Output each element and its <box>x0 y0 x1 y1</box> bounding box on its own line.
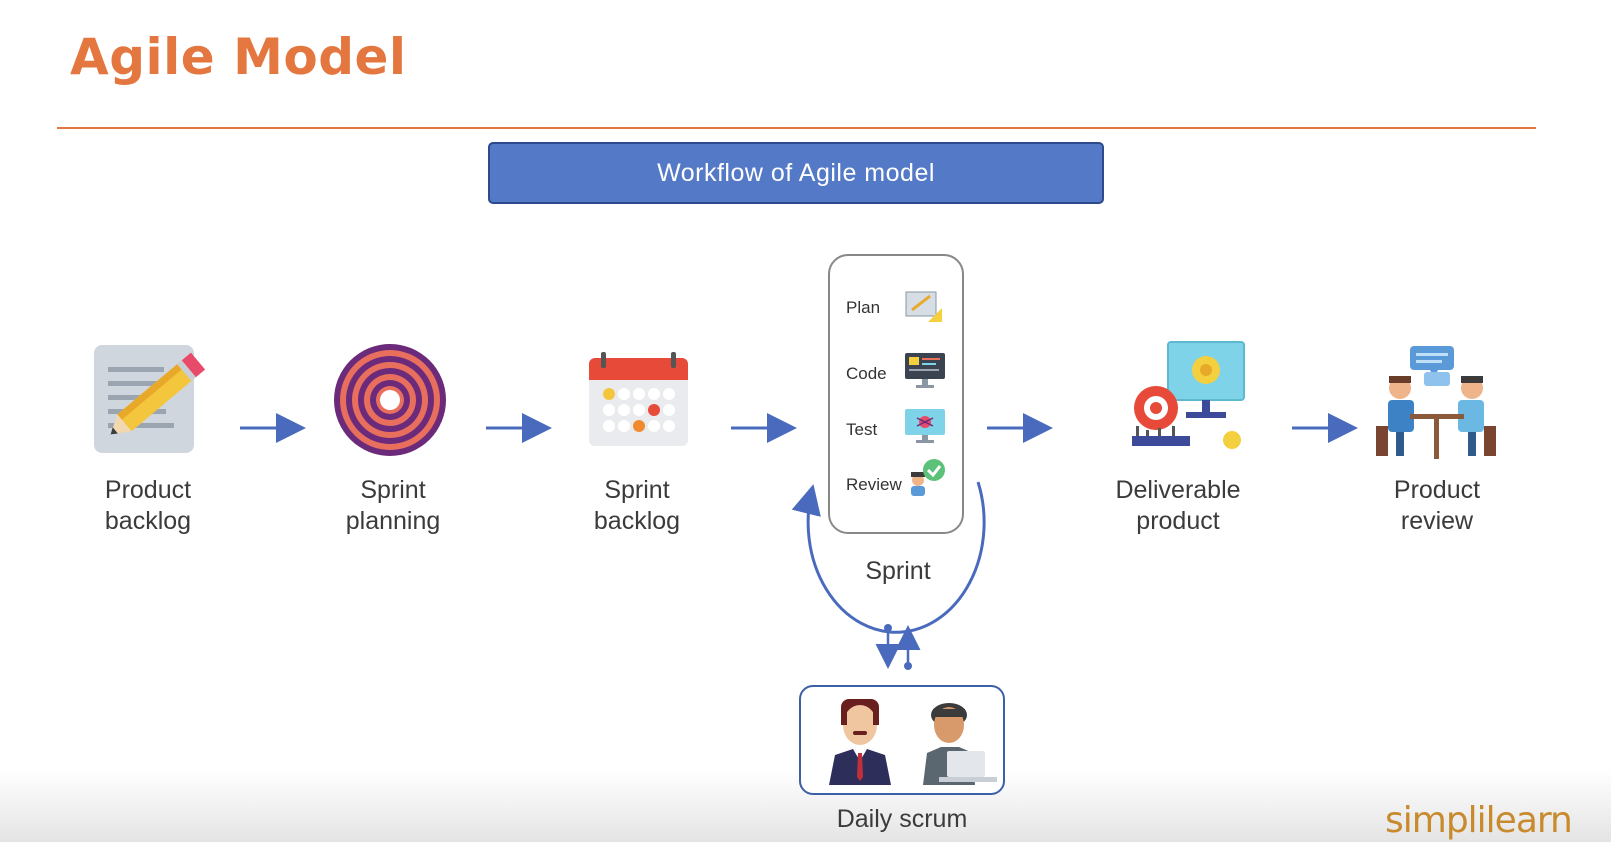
step-label-line: Sprint <box>360 476 426 504</box>
monitor-gear-icon <box>1132 341 1245 449</box>
sprint-box: Plan Code Test Review <box>828 254 964 534</box>
step-label-line: product <box>1136 507 1220 535</box>
sprint-item-review: Review <box>846 475 902 494</box>
daily-scrum-box <box>799 685 1005 795</box>
step-label-line: Product <box>104 476 192 504</box>
code-monitor-icon <box>905 353 945 388</box>
step-label-sprint-planning: Sprint planning <box>283 475 503 537</box>
maze-target-icon <box>334 344 446 456</box>
step-label-product-review: Product review <box>1327 475 1547 537</box>
step-label-line: Sprint <box>604 476 670 504</box>
pencil-document-icon <box>94 345 206 453</box>
sprint-item-plan: Plan <box>846 298 881 317</box>
workflow-banner: Workflow of Agile model <box>488 142 1104 204</box>
title-divider <box>57 127 1536 129</box>
simplilearn-logo: simplilearn <box>1385 800 1573 841</box>
step-label-line: review <box>1400 507 1474 535</box>
bug-monitor-icon <box>905 409 945 443</box>
step-label-line: Deliverable <box>1115 476 1241 504</box>
slide-title: Agile Model <box>70 28 407 86</box>
step-label-sprint-backlog: Sprint backlog <box>527 475 747 537</box>
developer-laptop-icon <box>923 703 997 785</box>
daily-scrum-label: Daily scrum <box>836 805 968 833</box>
step-label-line: Product <box>1393 476 1481 504</box>
businessman-icon <box>829 699 891 785</box>
meeting-people-icon <box>1376 346 1496 459</box>
step-label-line: backlog <box>104 507 192 535</box>
step-label-deliverable-product: Deliverable product <box>1068 475 1288 537</box>
sprint-item-test: Test <box>846 420 878 439</box>
step-label-line: backlog <box>593 507 681 535</box>
step-label-product-backlog: Product backlog <box>38 475 258 537</box>
sprint-item-code: Code <box>846 364 887 383</box>
review-check-icon <box>911 459 945 496</box>
calendar-icon <box>589 352 688 446</box>
plan-drafting-icon <box>905 291 942 322</box>
sprint-label: Sprint <box>865 557 931 585</box>
step-label-line: planning <box>345 507 441 535</box>
